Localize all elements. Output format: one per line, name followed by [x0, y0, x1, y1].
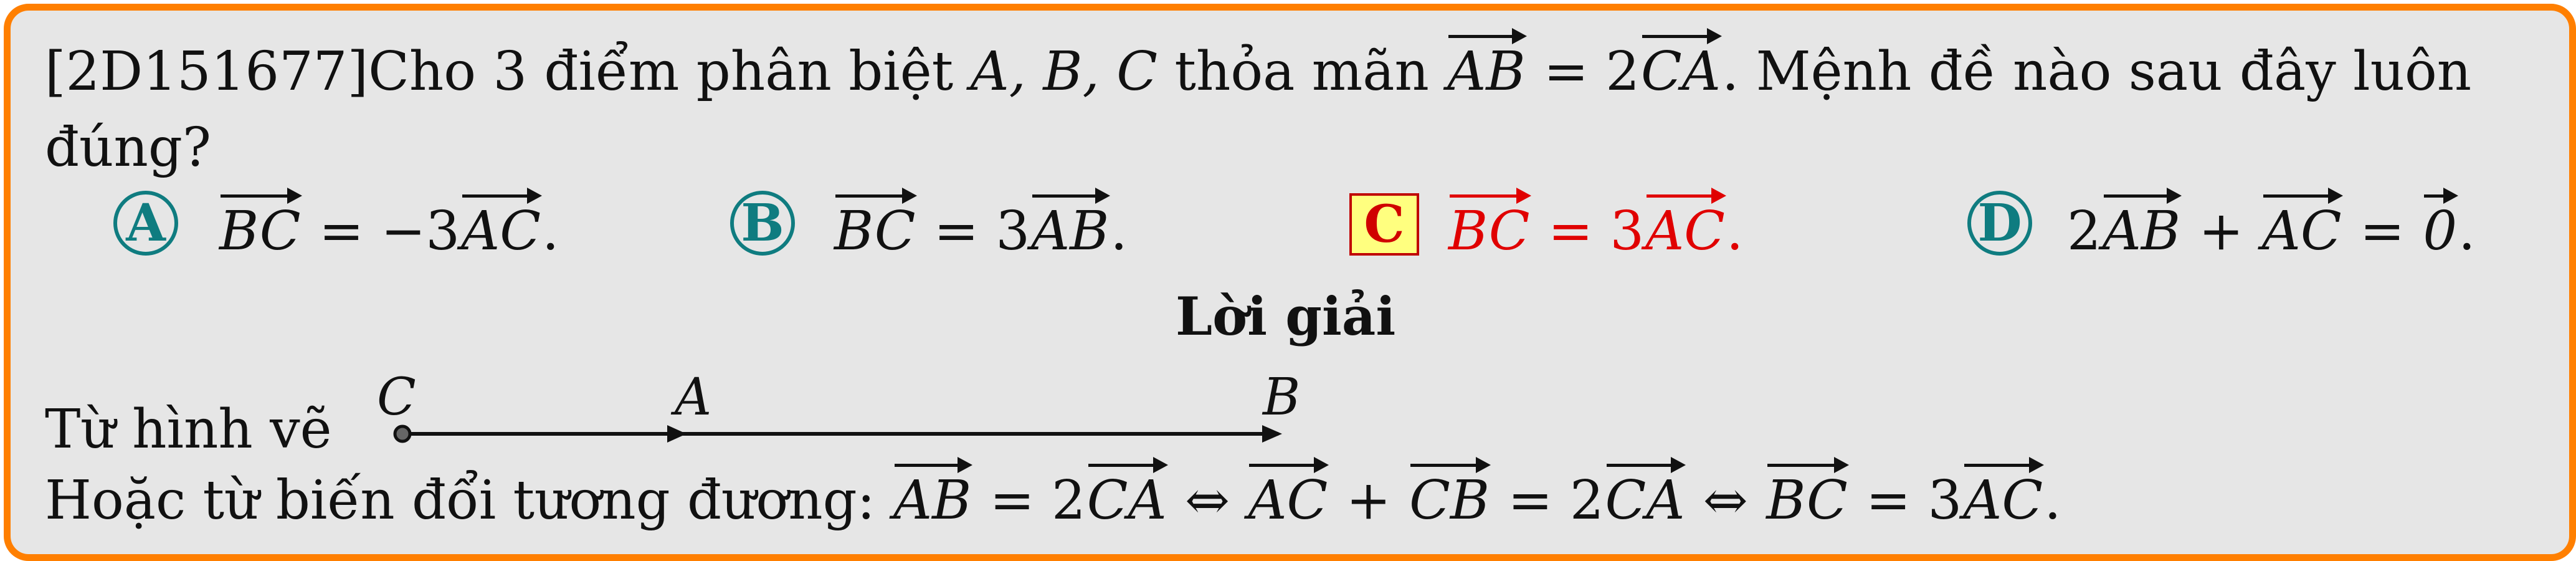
- solution-vector-ca-2: CA: [1605, 457, 1686, 532]
- transformation-label: Hoặc từ biến đổi tương đương:: [45, 469, 893, 532]
- problem-id: [2D151677]: [45, 41, 369, 103]
- solution-plus: +: [1329, 469, 1409, 532]
- option-d-vector-ab: AB: [2102, 188, 2182, 262]
- question-tail: . Mệnh đề nào sau đây luôn: [1721, 41, 2472, 103]
- option-d-label[interactable]: D: [1967, 191, 2032, 256]
- option-d-eq: =: [2342, 200, 2422, 262]
- point-b-label: B: [1263, 368, 1301, 427]
- option-a-lhs: BC: [219, 188, 302, 262]
- solution-vector-bc: BC: [1766, 457, 1849, 532]
- solution-vector-ac: AC: [1248, 457, 1329, 532]
- arrowhead-b: [1262, 425, 1282, 443]
- condition-prefix: thỏa mãn: [1157, 41, 1447, 103]
- arrowhead-a: [667, 425, 687, 443]
- point-c-label: C: [377, 368, 416, 427]
- question-line-2: đúng?: [45, 117, 211, 179]
- option-c-rhs: AC: [1645, 188, 1726, 262]
- option-a-label[interactable]: A: [113, 191, 178, 256]
- option-b-end: .: [1110, 200, 1128, 262]
- point-list: A, B, C: [970, 41, 1158, 103]
- problem-card: [4, 4, 2576, 561]
- option-c-eq: = 3: [1531, 200, 1645, 262]
- solution-eq-2: = 2: [1491, 469, 1604, 532]
- option-b-text[interactable]: BC = 3AB.: [833, 188, 1128, 262]
- option-a-eq: = −3: [302, 200, 460, 262]
- option-c-text-correct[interactable]: BC = 3AC.: [1447, 188, 1743, 262]
- question-text: Cho 3 điểm phân biệt: [368, 41, 971, 103]
- point-c-dot: [393, 424, 412, 443]
- solution-vector-cb: CB: [1409, 457, 1491, 532]
- option-d-end: .: [2458, 200, 2476, 262]
- iff-2: ⇔: [1686, 469, 1766, 532]
- solution-vector-ca-1: CA: [1086, 457, 1168, 532]
- option-c-lhs: BC: [1448, 188, 1531, 262]
- option-a-text[interactable]: BC = −3AC.: [218, 188, 559, 262]
- zero-vector: 0: [2423, 188, 2458, 262]
- option-a-rhs: AC: [461, 188, 542, 262]
- option-b-lhs: BC: [834, 188, 917, 262]
- option-d-text[interactable]: 2AB + AC = 0.: [2067, 188, 2475, 262]
- option-d-coefficient: 2: [2067, 200, 2101, 262]
- option-d-plus: +: [2182, 200, 2261, 262]
- option-d-vector-ac: AC: [2261, 188, 2343, 262]
- vector-ca: CA: [1641, 28, 1722, 103]
- option-b-rhs: AB: [1031, 188, 1111, 262]
- option-c-label[interactable]: C: [1349, 193, 1419, 256]
- solution-end: .: [2044, 469, 2061, 532]
- solution-heading: Lời giải: [1176, 285, 1396, 347]
- option-a-end: .: [542, 200, 559, 262]
- question-line-1: [2D151677]Cho 3 điểm phân biệt A, B, C t…: [45, 28, 2471, 103]
- option-b-label[interactable]: B: [730, 191, 795, 256]
- option-b-eq: = 3: [916, 200, 1030, 262]
- solution-vector-ab: AB: [893, 457, 973, 532]
- condition-equals: = 2: [1526, 41, 1640, 103]
- vector-ab: AB: [1447, 28, 1527, 103]
- iff-1: ⇔: [1167, 469, 1247, 532]
- figure-caption: Từ hình vẽ: [45, 398, 332, 461]
- point-a-label: A: [675, 368, 712, 427]
- solution-vector-ac-final: AC: [1963, 457, 2045, 532]
- solution-eq-1: = 2: [972, 469, 1086, 532]
- solution-eq-3: = 3: [1848, 469, 1962, 532]
- option-c-end: .: [1726, 200, 1744, 262]
- equivalent-transformation: Hoặc từ biến đổi tương đương: AB = 2CA ⇔…: [45, 457, 2061, 532]
